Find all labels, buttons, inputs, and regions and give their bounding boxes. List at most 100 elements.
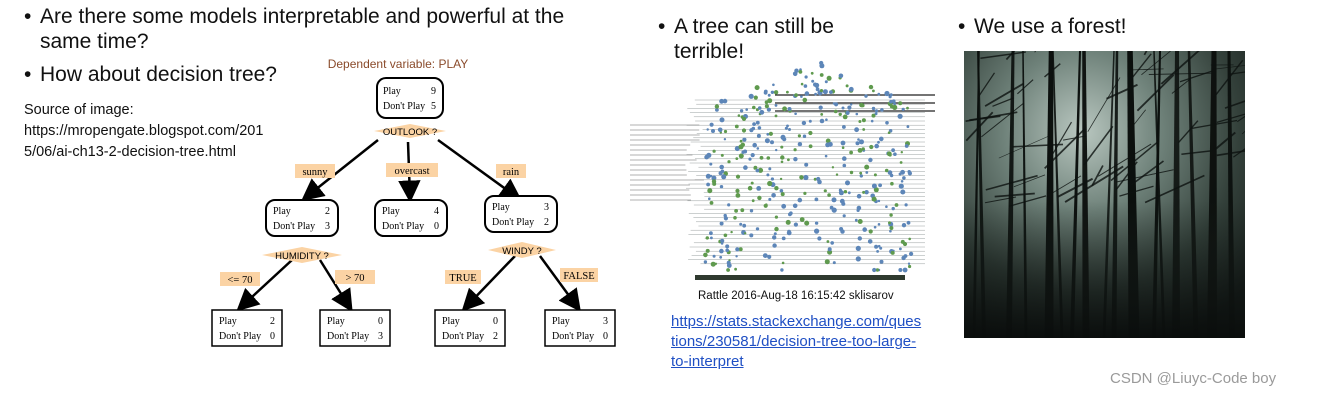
tree-branch <box>1057 177 1094 198</box>
tree-node-dot <box>725 248 729 253</box>
tree-node-dot <box>774 114 778 118</box>
tree-node-dot <box>871 196 877 202</box>
tree-node-dot <box>876 250 879 253</box>
tree-branch <box>1148 72 1213 75</box>
tree-node-dot <box>766 132 770 136</box>
tree-node-dot <box>908 237 911 241</box>
tree-node-dot <box>862 128 866 131</box>
tree-node-dot <box>889 173 894 178</box>
tree-node-dot <box>794 93 798 97</box>
tree-node-dot <box>899 247 902 251</box>
tree-node-dot <box>854 127 859 133</box>
tree-node-dot <box>767 254 772 259</box>
tree-node-dot <box>833 109 838 114</box>
rain-dontplay-label: Don't Play <box>492 217 534 228</box>
tree-node-dot <box>767 180 773 187</box>
tree-node-dot <box>845 180 850 186</box>
tree-node-dot <box>855 256 861 262</box>
tree-node-dot <box>739 109 744 113</box>
tree-node-dot <box>727 160 731 164</box>
tree-node-dot <box>817 236 822 241</box>
tree-node-dot <box>748 93 754 99</box>
edge-rain-false <box>538 255 581 313</box>
tree-branch <box>965 111 994 142</box>
tree-node-dot <box>720 153 724 157</box>
tree-node-dot <box>723 216 728 221</box>
tree-node-dot <box>721 174 727 180</box>
tree-branch <box>1119 185 1154 197</box>
tree-node-dot <box>832 261 836 265</box>
forest-ground-shade <box>964 201 1245 338</box>
tree-node-dot <box>890 250 895 255</box>
tree-node-dot <box>897 113 903 119</box>
tree-node-dot <box>705 236 709 240</box>
tree-branch <box>1211 59 1244 100</box>
source-label: Source of image: <box>24 102 134 118</box>
bullet-terrible-tree: • A tree can still be terrible! <box>658 14 834 64</box>
tree-node-dot <box>770 177 774 181</box>
tree-node-dot <box>877 92 881 96</box>
edge-label-bg-overcast <box>386 163 438 177</box>
leaf2-play-count: 0 <box>378 316 383 327</box>
tree-node-dot <box>864 164 870 170</box>
tree-node-dot <box>799 217 805 222</box>
tree-node-dot <box>900 169 905 175</box>
tree-node-dot <box>803 84 808 88</box>
stackexchange-link[interactable]: https://stats.stackexchange.com/ques tio… <box>671 312 941 372</box>
tree-branch <box>1083 125 1114 166</box>
tree-node-dot <box>907 171 912 176</box>
tree-node-dot <box>757 126 762 130</box>
tree-node-dot <box>719 248 724 254</box>
tree-node-dot <box>723 213 727 218</box>
link-line3[interactable]: to-interpret <box>671 353 744 370</box>
tree-node-dot <box>879 246 883 250</box>
tree-node-dot <box>823 189 827 193</box>
tree-node-dot <box>780 155 785 160</box>
tree-node-dot <box>739 222 743 226</box>
tree-node-dot <box>766 156 771 160</box>
tree-node-dot <box>862 227 867 232</box>
tree-branch <box>1171 78 1191 94</box>
tree-node-dot <box>842 156 847 161</box>
tree-node-dot <box>872 89 875 93</box>
leaf-node-2 <box>319 309 391 347</box>
link-line1[interactable]: https://stats.stackexchange.com/ques <box>671 313 922 330</box>
edge-label-bg-false <box>560 268 598 282</box>
huge-decision-tree-image <box>630 60 935 280</box>
link-line2[interactable]: tions/230581/decision-tree-too-large- <box>671 333 917 350</box>
tree-node-dot <box>843 190 848 194</box>
tree-node-dot <box>730 230 733 234</box>
bullet-text-line2: terrible! <box>674 40 745 63</box>
tree-node-dot <box>753 165 758 170</box>
leaf2-dontplay-count: 3 <box>378 331 383 342</box>
tree-node-dot <box>826 240 830 243</box>
tree-node-dot <box>848 86 854 92</box>
tree-node-dot <box>814 197 819 202</box>
tree-branch <box>980 51 1026 60</box>
source-url-line1: https://mropengate.blogspot.com/201 <box>24 123 264 139</box>
tree-node-dot <box>871 106 876 111</box>
tree-node-dot <box>781 203 787 209</box>
tree-node-dot <box>738 144 744 150</box>
tree-node-dot <box>767 98 773 104</box>
tree-node-dot <box>768 131 773 136</box>
tree-node-dot <box>759 109 765 115</box>
tree-node-dot <box>708 197 711 200</box>
tree-node-dot <box>759 155 764 160</box>
tree-branch <box>1192 119 1238 129</box>
tree-node-dot <box>768 197 772 201</box>
tree-branch <box>977 72 996 98</box>
tree-node-dot <box>774 186 779 191</box>
tree-node-dot <box>771 193 776 198</box>
tree-node-dot <box>757 106 762 110</box>
tree-node-dot <box>784 126 788 130</box>
tree-node-dot <box>820 113 824 116</box>
tree-node-dot <box>887 170 893 175</box>
tree-node-dot <box>842 114 848 120</box>
tree-node-dot <box>906 125 910 129</box>
tree-node-dot <box>873 173 877 177</box>
tree-node-dot <box>824 80 828 84</box>
tree-branch <box>1017 79 1034 95</box>
tree-node-dot <box>752 122 756 126</box>
tree-node-dot <box>845 110 850 115</box>
